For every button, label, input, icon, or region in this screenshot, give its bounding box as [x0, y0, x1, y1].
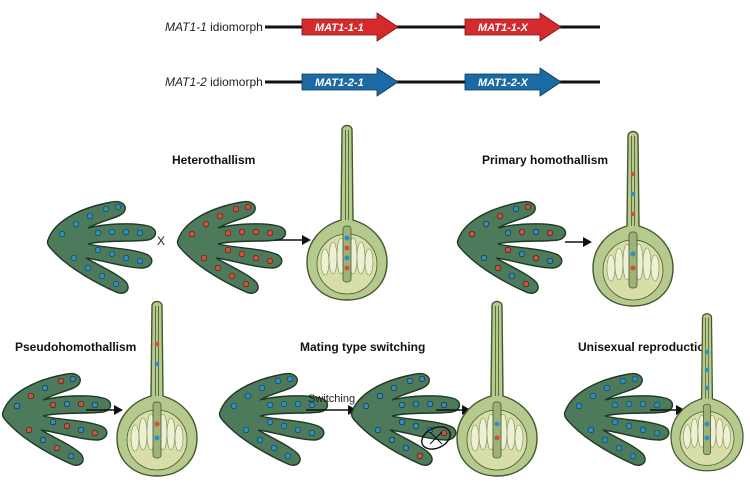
panel-unisexual-reproduction: Unisexual reproduction: [563, 313, 744, 472]
idiomorph-label: MAT1-2 idiomorph: [165, 75, 263, 89]
colony-after-switch: [350, 372, 461, 466]
gene-label: MAT1-1-1: [315, 22, 364, 34]
ascoma: [592, 130, 674, 307]
gene-arrow-mat1-1-x: [464, 12, 562, 42]
idiomorph-label: MAT1-1 idiomorph: [165, 20, 263, 34]
colony-homothallic: [456, 200, 567, 294]
cross-symbol: X: [157, 234, 165, 248]
panel-mating-type-switching: Mating type switching Switching: [218, 300, 538, 477]
gene-arrow-mat1-2-1: [301, 67, 399, 97]
panel-title: Unisexual reproduction: [578, 340, 712, 354]
gene-label: MAT1-2-X: [478, 77, 529, 89]
idiomorph-mat1-2: MAT1-2 idiomorph MAT1-2-1 MAT1-2-X: [165, 67, 600, 97]
colony-mat1-1: [176, 200, 287, 294]
colony-before-switch: [218, 372, 329, 466]
panel-pseudohomothallism: Pseudohomothallism: [1, 300, 198, 477]
gene-arrow-mat1-1-1: [301, 12, 399, 42]
ascoma: [670, 313, 744, 472]
switching-label: Switching: [308, 393, 355, 405]
switch-highlight: [421, 426, 451, 450]
ascoma: [306, 124, 388, 301]
gene-label: MAT1-1-X: [478, 22, 529, 34]
ascoma: [116, 300, 198, 477]
colony-mat1-2: [46, 200, 157, 294]
panel-title: Pseudohomothallism: [15, 340, 136, 354]
panel-title: Primary homothallism: [482, 153, 608, 167]
idiomorph-mat1-1: MAT1-1 idiomorph MAT1-1-1 MAT1-1-X: [165, 12, 600, 42]
colony-unisexual: [563, 372, 674, 466]
panel-primary-homothallism: Primary homothallism: [456, 130, 674, 307]
ascoma: [456, 300, 538, 477]
gene-label: MAT1-2-1: [315, 77, 364, 89]
panel-title: Heterothallism: [172, 153, 255, 167]
colony-heterokaryon: [1, 372, 112, 466]
gene-arrow-mat1-2-x: [464, 67, 562, 97]
panel-heterothallism: Heterothallism X: [46, 124, 388, 301]
panel-title: Mating type switching: [300, 340, 425, 354]
